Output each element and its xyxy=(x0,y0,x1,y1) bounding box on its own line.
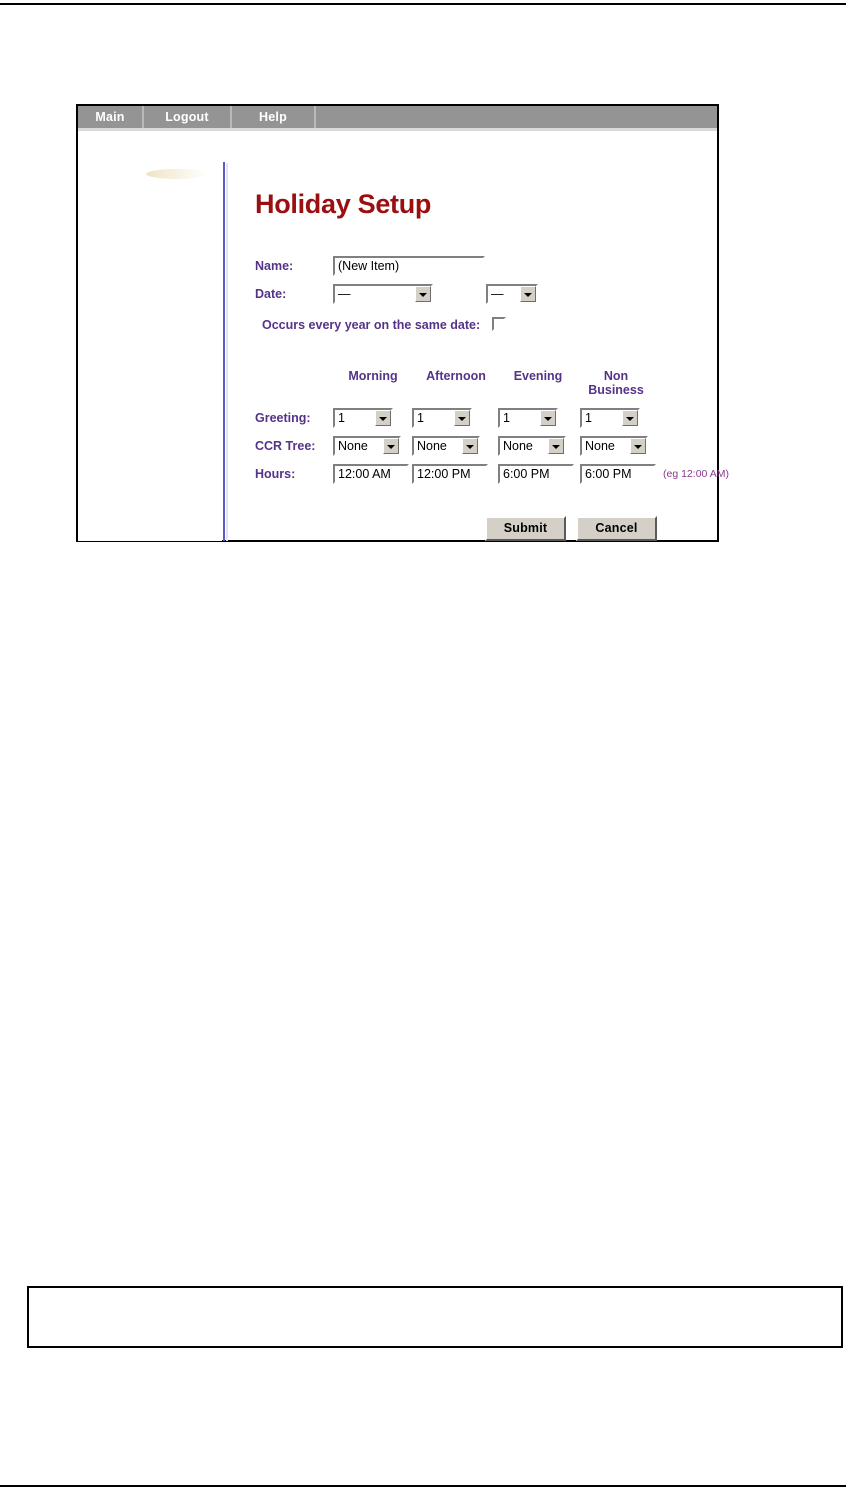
submit-button[interactable]: Submit xyxy=(485,516,566,541)
menu-item-help[interactable]: Help xyxy=(232,106,316,128)
ccr-tree-select-non-business[interactable]: None xyxy=(580,436,648,456)
chevron-down-icon[interactable] xyxy=(548,438,564,454)
name-input[interactable] xyxy=(333,256,485,276)
hours-input-afternoon[interactable] xyxy=(412,464,488,484)
page-bottom-rule xyxy=(0,1485,846,1487)
ccr-tree-value-afternoon: None xyxy=(417,439,447,453)
hours-input-morning[interactable] xyxy=(333,464,409,484)
chevron-down-icon[interactable] xyxy=(630,438,646,454)
column-header-morning: Morning xyxy=(348,369,398,383)
chevron-down-icon[interactable] xyxy=(415,286,431,302)
chevron-down-icon[interactable] xyxy=(622,410,638,426)
menu-item-help-label: Help xyxy=(259,110,287,124)
menu-item-logout[interactable]: Logout xyxy=(144,106,232,128)
frame-body: Holiday Setup Name: Date: — — xyxy=(78,131,729,541)
greeting-value-evening: 1 xyxy=(503,411,510,425)
column-header-afternoon: Afternoon xyxy=(426,369,486,383)
ccr-tree-value-non-business: None xyxy=(585,439,615,453)
chevron-down-icon[interactable] xyxy=(540,410,556,426)
page-top-rule xyxy=(0,3,846,5)
greeting-select-morning[interactable]: 1 xyxy=(333,408,393,428)
greeting-value-morning: 1 xyxy=(338,411,345,425)
date-month-value: — xyxy=(338,287,351,301)
greeting-select-afternoon[interactable]: 1 xyxy=(412,408,472,428)
greeting-row-label: Greeting: xyxy=(255,411,311,425)
column-header-evening: Evening xyxy=(513,369,563,383)
hours-row-label: Hours: xyxy=(255,467,296,481)
bottom-empty-box xyxy=(27,1286,843,1348)
cancel-button[interactable]: Cancel xyxy=(576,516,657,541)
greeting-value-non-business: 1 xyxy=(585,411,592,425)
menu-item-logout-label: Logout xyxy=(165,110,209,124)
date-label: Date: xyxy=(255,287,287,301)
application-frame: Main Logout Help Holiday Setup Name: D xyxy=(76,104,729,542)
ccr-tree-select-afternoon[interactable]: None xyxy=(412,436,480,456)
column-header-non-business: Non Business xyxy=(588,369,644,397)
recurring-label: Occurs every year on the same date: xyxy=(262,318,481,332)
nav-divider-shadow xyxy=(226,163,228,541)
top-menu-bar: Main Logout Help xyxy=(78,106,717,131)
greeting-value-afternoon: 1 xyxy=(417,411,424,425)
ccr-tree-select-evening[interactable]: None xyxy=(498,436,566,456)
chevron-down-icon[interactable] xyxy=(454,410,470,426)
page-title: Holiday Setup xyxy=(255,189,432,219)
date-day-select[interactable]: — xyxy=(486,284,538,304)
menu-item-main[interactable]: Main xyxy=(78,106,144,128)
nav-scan-artifact xyxy=(146,169,208,179)
recurring-checkbox[interactable] xyxy=(492,317,506,331)
chevron-down-icon[interactable] xyxy=(520,286,536,302)
ccr-tree-select-morning[interactable]: None xyxy=(333,436,401,456)
ccr-tree-value-evening: None xyxy=(503,439,533,453)
left-nav-column xyxy=(78,131,222,541)
ccr-tree-value-morning: None xyxy=(338,439,368,453)
hours-format-hint: (eg 12:00 AM) xyxy=(663,468,729,480)
date-month-select[interactable]: — xyxy=(333,284,433,304)
nav-divider xyxy=(223,162,225,541)
name-label: Name: xyxy=(255,259,294,273)
greeting-select-evening[interactable]: 1 xyxy=(498,408,558,428)
date-day-value: — xyxy=(491,287,504,301)
main-content: Holiday Setup Name: Date: — — xyxy=(230,131,729,541)
greeting-select-non-business[interactable]: 1 xyxy=(580,408,640,428)
menu-item-main-label: Main xyxy=(95,110,125,124)
chevron-down-icon[interactable] xyxy=(383,438,399,454)
hours-input-non-business[interactable] xyxy=(580,464,656,484)
menu-bar-spacer xyxy=(316,106,717,128)
chevron-down-icon[interactable] xyxy=(462,438,478,454)
chevron-down-icon[interactable] xyxy=(375,410,391,426)
ccr-tree-row-label: CCR Tree: xyxy=(255,439,316,453)
hours-input-evening[interactable] xyxy=(498,464,574,484)
